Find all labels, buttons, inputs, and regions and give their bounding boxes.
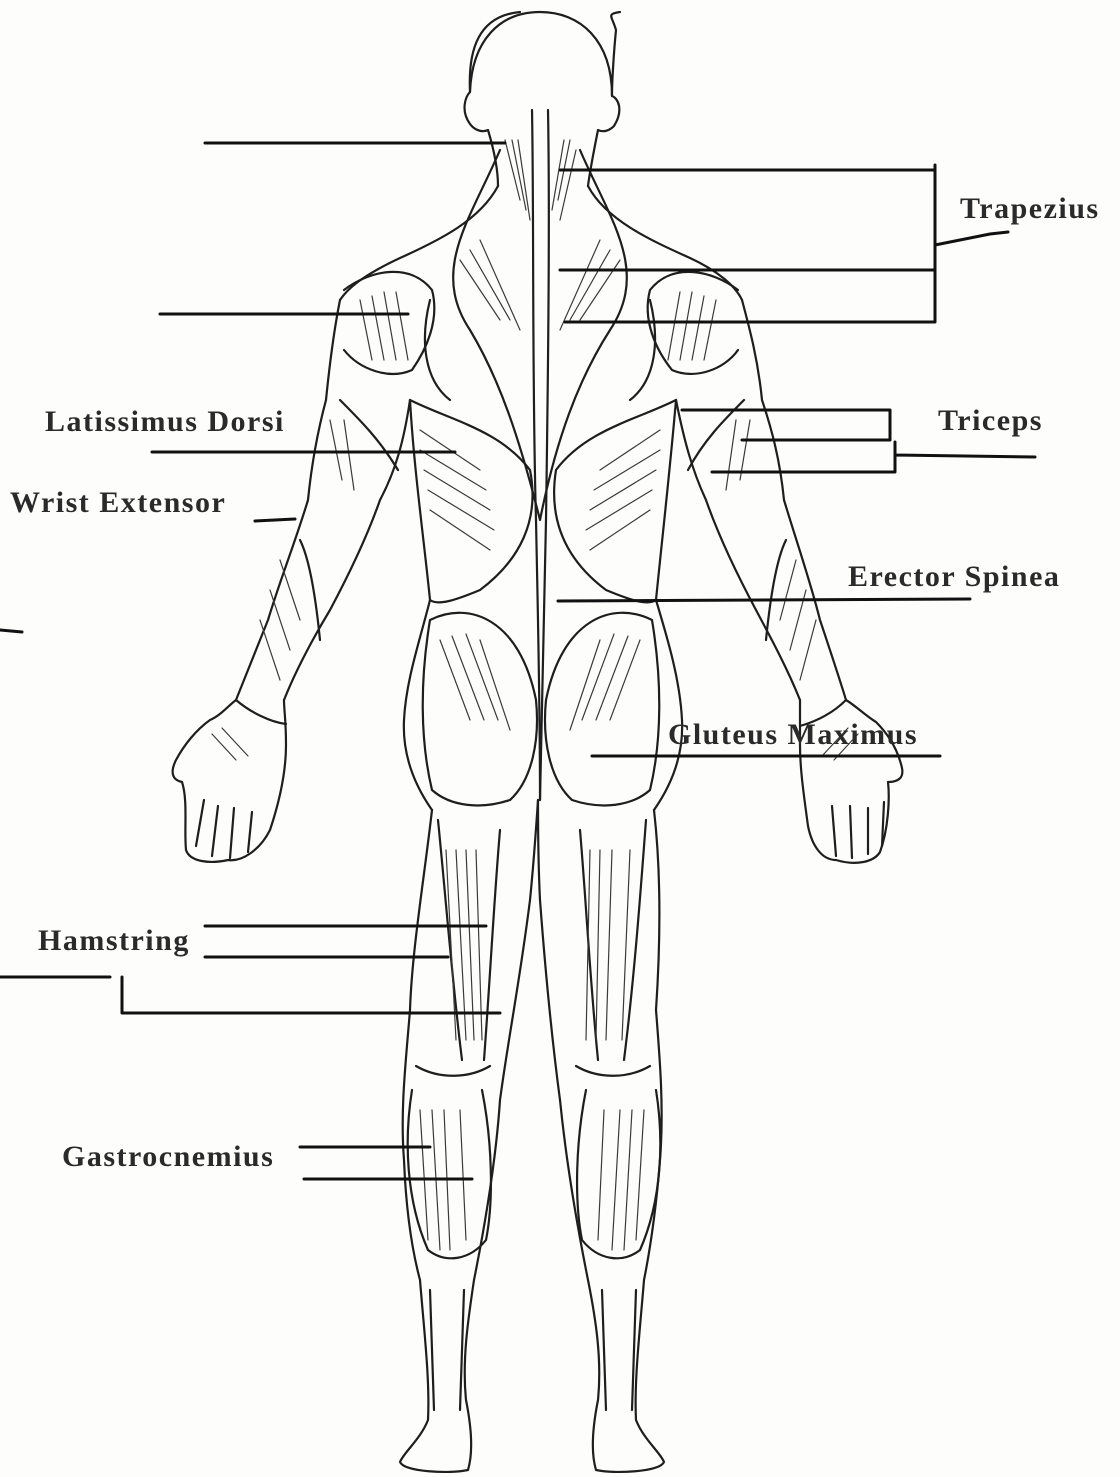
label-wrist-extensor: Wrist Extensor xyxy=(10,488,226,518)
label-latissimus-dorsi: Latissimus Dorsi xyxy=(45,407,285,437)
label-gluteus-maximus: Gluteus Maximus xyxy=(668,720,918,750)
muscle-outlines xyxy=(196,110,884,1410)
label-gastrocnemius: Gastrocnemius xyxy=(62,1142,274,1172)
label-erector-spinea: Erector Spinea xyxy=(848,562,1060,592)
leader-trapezius xyxy=(560,165,1008,322)
leader-wrist-extensor xyxy=(255,519,295,521)
label-trapezius: Trapezius xyxy=(960,194,1100,224)
leader-lines xyxy=(0,143,1035,1179)
label-triceps: Triceps xyxy=(938,406,1043,436)
label-hamstring: Hamstring xyxy=(38,926,190,956)
leader-blank-forearm xyxy=(0,630,22,632)
leader-erector-spinea xyxy=(558,599,970,601)
